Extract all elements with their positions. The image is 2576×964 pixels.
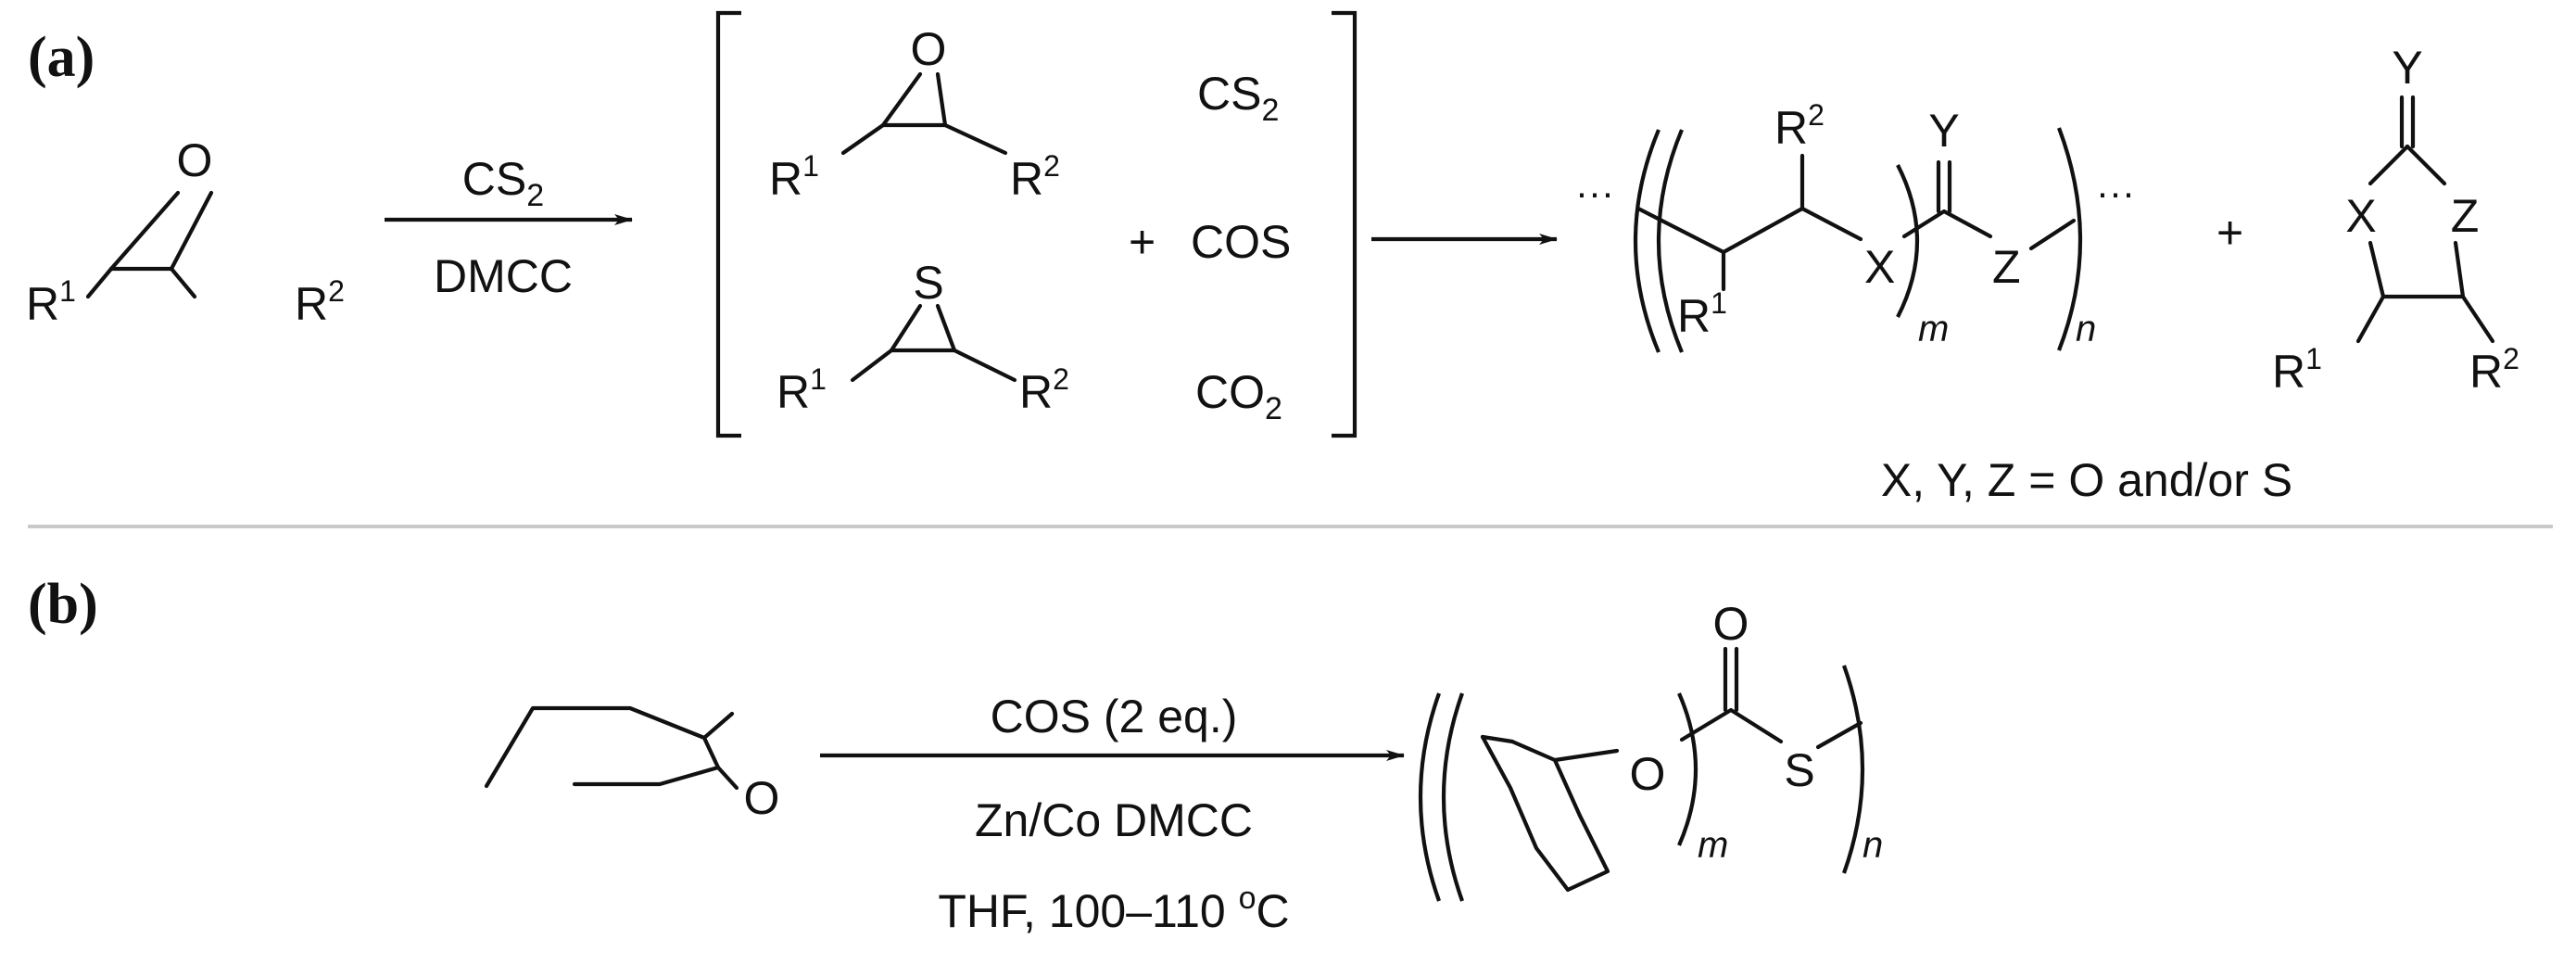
plus-sign-a1: + — [1129, 216, 1155, 268]
panel-b: (b) O COS (2 eq.) Zn/Co DMCC THF, 100–11… — [28, 573, 1883, 937]
panel-b-label: (b) — [28, 573, 98, 636]
cyclic-x: X — [2345, 190, 2376, 242]
inner-paren-left — [1633, 129, 1661, 353]
subscript-n-b: n — [1863, 825, 1883, 866]
cyclic-product-a: Y X Z R1 R2 — [2272, 42, 2519, 398]
gas-co2: CO2 — [1195, 366, 1282, 426]
c-o-bond-b — [1552, 748, 1620, 763]
int-epis-r1: R1 — [777, 362, 827, 418]
intermediate-bracket: O R1 R2 S R1 R2 CS2 + COS CO2 — [715, 10, 1357, 438]
r2-bond — [169, 266, 197, 299]
subscript-m: m — [1918, 309, 1949, 349]
cyclic-r1-bond — [2355, 294, 2386, 344]
polymer-x: X — [1864, 241, 1895, 293]
int-epis-sulfur: S — [913, 257, 943, 309]
polymer-b-sulfur: S — [1784, 744, 1814, 796]
int-epox-oxygen: O — [911, 23, 947, 75]
ring-c-x-bond — [2368, 144, 2410, 186]
cyclohexene-oxide-oxygen: O — [744, 772, 780, 824]
polymer-product-b: O m O S n — [1418, 598, 1883, 902]
outer-paren-left-b — [1418, 692, 1441, 902]
arrow-b: COS (2 eq.) Zn/Co DMCC THF, 100–110 oC — [820, 691, 1405, 937]
reagent-cos: COS (2 eq.) — [991, 691, 1238, 742]
polymer-product-a: ··· R2 R1 X m Y Z n ··· — [1575, 98, 2135, 353]
chain-dots-left: ··· — [1575, 171, 1614, 214]
paren-m-right-b — [1677, 692, 1698, 846]
epoxide-oxygen: O — [177, 134, 213, 186]
ring-bond-b — [1480, 734, 1515, 744]
panel-a-label: (a) — [28, 26, 95, 89]
polymer-backbone — [1635, 206, 1863, 255]
thiocarbonate-bonds — [1679, 707, 1784, 744]
gas-cos: COS — [1191, 216, 1291, 268]
paren-n-right-b — [1842, 665, 1865, 874]
int-epox-co-right — [935, 71, 948, 128]
r2-label: R2 — [295, 274, 345, 330]
cyclohexane-ring-b — [1480, 734, 1610, 893]
polymer-r1: R1 — [1677, 286, 1727, 342]
bracket-left — [715, 10, 741, 438]
polymer-z: Z — [1992, 241, 2021, 293]
reagent-catalyst: Zn/Co DMCC — [975, 794, 1253, 846]
polymer-b-oxygen: O — [1630, 748, 1666, 800]
int-epox-r1: R1 — [769, 149, 819, 205]
bracket-right — [1332, 10, 1357, 438]
reagent-cs2: CS2 — [462, 153, 544, 213]
plus-sign-a2: + — [2216, 207, 2243, 259]
s-chain-bond — [1815, 720, 1863, 750]
paren-m-right — [1896, 164, 1920, 318]
ring-backbone — [2368, 240, 2466, 299]
reaction-conditions: THF, 100–110 oC — [938, 881, 1289, 937]
epoxide-reactant: O R1 R2 — [26, 134, 345, 330]
subscript-m-b: m — [1698, 825, 1728, 866]
carbonyl-carbon-bonds — [1901, 209, 1993, 239]
outer-paren-left — [1656, 129, 1684, 353]
gas-cs2: CS2 — [1197, 68, 1279, 128]
polymer-y: Y — [1928, 105, 1959, 157]
z-chain-bond — [2028, 218, 2077, 251]
chain-dots-right: ··· — [2096, 171, 2135, 214]
arrow-a1: CS2 DMCC — [385, 153, 633, 302]
footnote-xyz: X, Y, Z = O and/or S — [1881, 454, 2292, 506]
cyclic-r2: R2 — [2469, 342, 2519, 398]
int-epis-r2-bond — [952, 348, 1017, 383]
cyclohexene-oxide: O — [484, 705, 780, 824]
cyclic-r2-bond — [2460, 294, 2495, 344]
intermediate-epoxide: O R1 R2 — [769, 23, 1060, 205]
int-epox-r1-bond — [840, 122, 886, 156]
int-epis-cs-right — [935, 303, 957, 353]
int-epox-co-left — [880, 71, 923, 128]
inner-paren-left-b — [1441, 692, 1464, 902]
r1-bond — [85, 266, 114, 299]
int-epis-r2: R2 — [1019, 362, 1069, 418]
int-epis-r1-bond — [850, 348, 894, 383]
int-epox-r2-bond — [942, 122, 1008, 156]
subscript-n: n — [2076, 309, 2096, 349]
epoxide-bond-top — [701, 711, 735, 741]
paren-n-right — [2057, 127, 2083, 351]
cyclic-z: Z — [2451, 190, 2480, 242]
carbonyl-oxygen-b: O — [1713, 598, 1749, 650]
r1-label: R1 — [26, 274, 76, 330]
cyclohexane-ring — [484, 705, 721, 789]
ring-c-z-bond — [2405, 144, 2447, 186]
panel-a: (a) O R1 R2 CS2 DMCC — [26, 10, 2519, 506]
cyclic-r1: R1 — [2272, 342, 2322, 398]
int-epis-cs-left — [889, 303, 923, 353]
epoxide-c-o-bond-right — [169, 190, 214, 272]
int-epox-r2: R2 — [1010, 149, 1060, 205]
intermediate-episulfide: S R1 R2 — [777, 257, 1069, 418]
epoxide-c-o-bond-left — [108, 190, 181, 272]
epoxide-bond-bottom — [715, 765, 739, 791]
cyclic-y: Y — [2392, 42, 2422, 94]
reagent-dmcc: DMCC — [434, 250, 573, 302]
polymer-r2: R2 — [1774, 98, 1825, 154]
